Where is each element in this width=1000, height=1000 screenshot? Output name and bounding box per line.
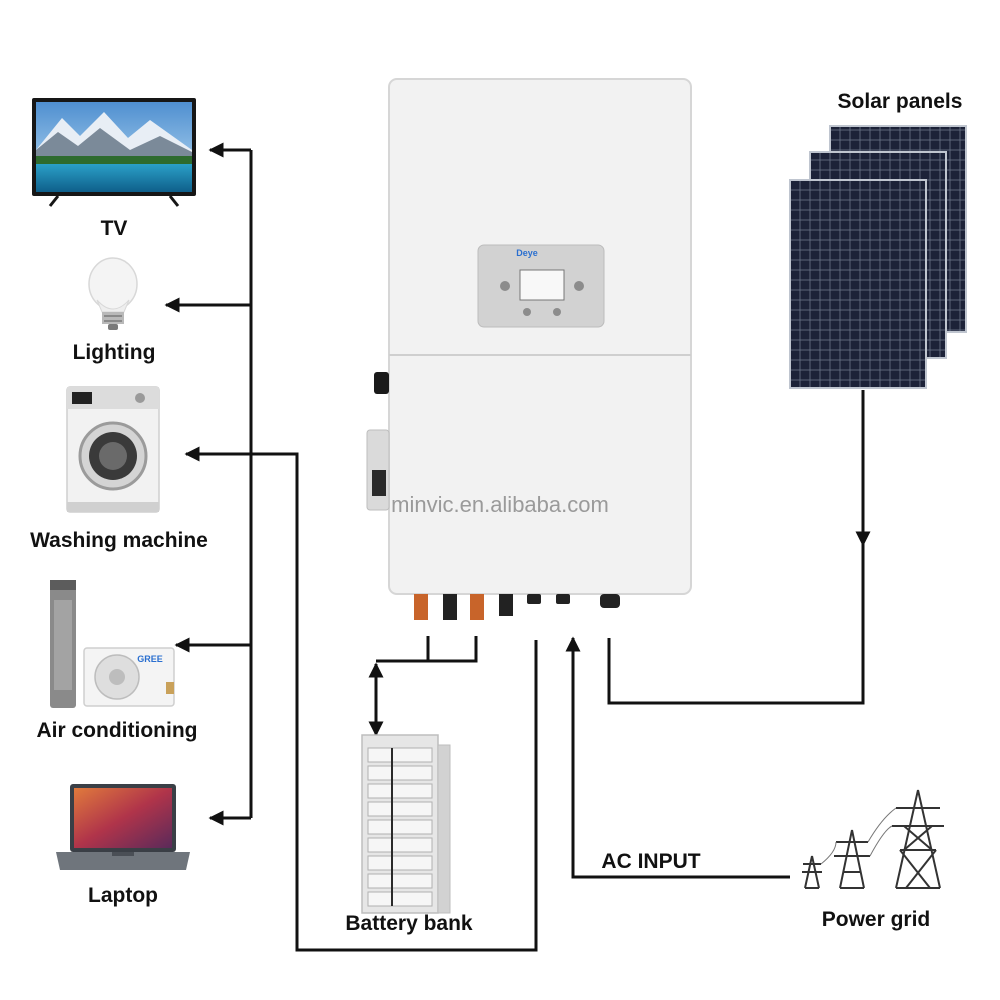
wire-battery-bus: [426, 636, 478, 663]
wire-to-washing-machine: [184, 446, 538, 952]
tv-label: TV: [101, 217, 128, 240]
washing-machine-label: Washing machine: [30, 529, 208, 552]
ac-input-label: AC INPUT: [601, 850, 700, 873]
battery-bank-icon: [361, 734, 451, 914]
laptop-label: Laptop: [88, 884, 158, 907]
lighting-label: Lighting: [73, 341, 156, 364]
watermark: minvic.en.alibaba.com: [391, 492, 609, 517]
tv-icon: [32, 98, 196, 207]
power-grid-label: Power grid: [822, 908, 931, 931]
solar-panels-icon: [789, 125, 967, 389]
wires: [164, 142, 871, 952]
inverter-icon: Deye: [366, 78, 692, 620]
air-conditioner-icon: GREE: [50, 580, 175, 708]
solar-panels-label: Solar panels: [838, 90, 963, 113]
air-conditioning-label: Air conditioning: [37, 719, 198, 742]
washing-machine-icon: [66, 386, 160, 513]
light-bulb-icon: [88, 257, 138, 330]
wire-solar-return: [607, 545, 865, 705]
laptop-icon: [56, 784, 190, 870]
battery-bank-label: Battery bank: [345, 912, 473, 935]
inverter-brand-logo: Deye: [516, 248, 538, 258]
power-tower-icon: [802, 789, 944, 889]
wire-ac-input: [565, 636, 790, 879]
ac-brand-logo: GREE: [137, 654, 163, 664]
